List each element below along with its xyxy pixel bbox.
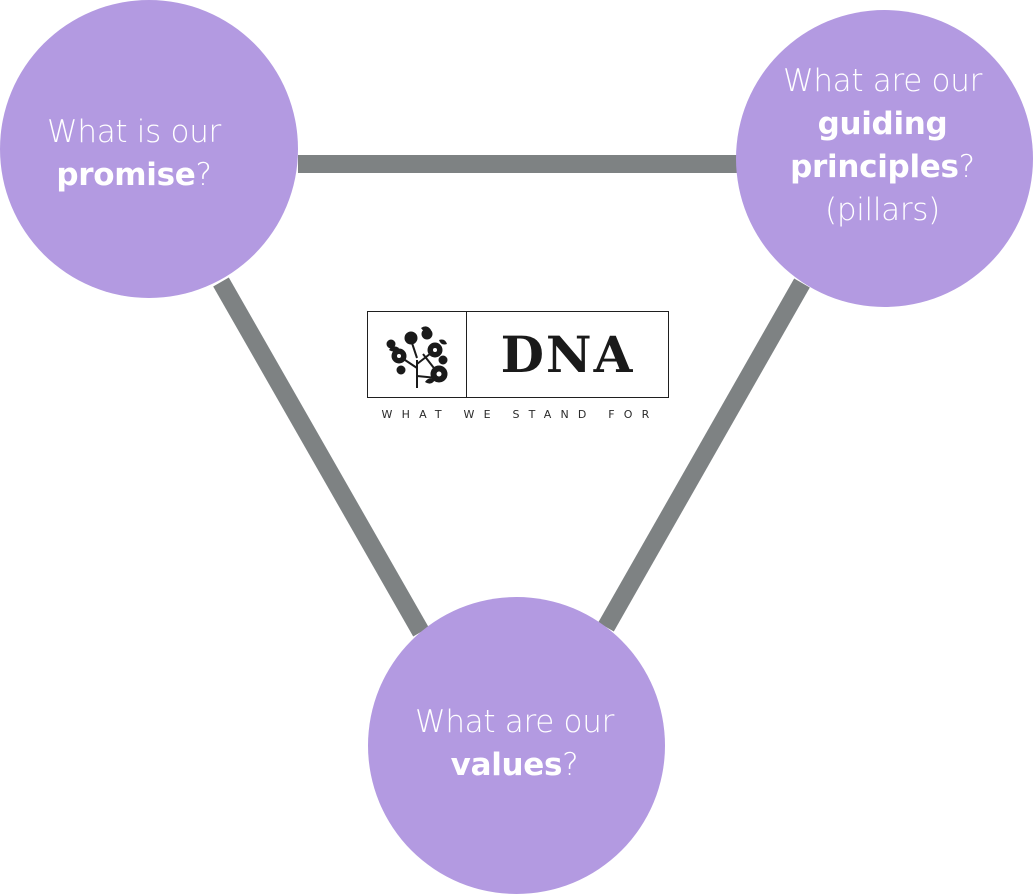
principles-line-1: What are our	[783, 60, 982, 103]
promise-node: What is our promise?	[0, 0, 298, 298]
principles-line-3: principles?	[783, 146, 982, 189]
principles-keyword-guiding: guiding	[817, 105, 948, 142]
principles-keyword-principles: principles	[790, 148, 959, 185]
promise-node-text: What is our promise?	[47, 111, 221, 197]
values-question-mark: ?	[562, 746, 579, 783]
promise-question-mark: ?	[195, 157, 212, 193]
dna-logo: DNA WHAT WE STAND FOR	[367, 311, 669, 421]
values-line-2: values?	[415, 744, 614, 787]
values-line-1: What are our	[415, 701, 614, 744]
values-node-text: What are our values?	[415, 701, 614, 787]
logo-wordmark: DNA	[500, 325, 635, 384]
flowering-tree-icon	[368, 312, 467, 397]
values-keyword: values	[450, 746, 563, 783]
values-node: What are our values?	[368, 597, 665, 894]
guiding-principles-node: What are our guiding principles? (pillar…	[736, 10, 1033, 307]
promise-line-2: promise?	[47, 154, 221, 197]
logo-tagline: WHAT WE STAND FOR	[381, 408, 659, 421]
promise-keyword: promise	[56, 157, 196, 193]
logo-frame: DNA	[367, 311, 669, 398]
values-question: What are our	[414, 703, 615, 740]
promise-line-1: What is our	[47, 111, 221, 154]
principles-note: (pillars)	[825, 191, 940, 228]
connector-principles-values	[598, 278, 810, 632]
principles-node-text: What are our guiding principles? (pillar…	[783, 60, 982, 232]
principles-question: What are our	[782, 62, 983, 99]
principles-line-2: guiding	[783, 103, 982, 146]
promise-question: What is our	[47, 114, 221, 150]
principles-line-4: (pillars)	[783, 189, 982, 232]
principles-question-mark: ?	[958, 148, 975, 185]
connector-promise-values	[213, 277, 429, 637]
